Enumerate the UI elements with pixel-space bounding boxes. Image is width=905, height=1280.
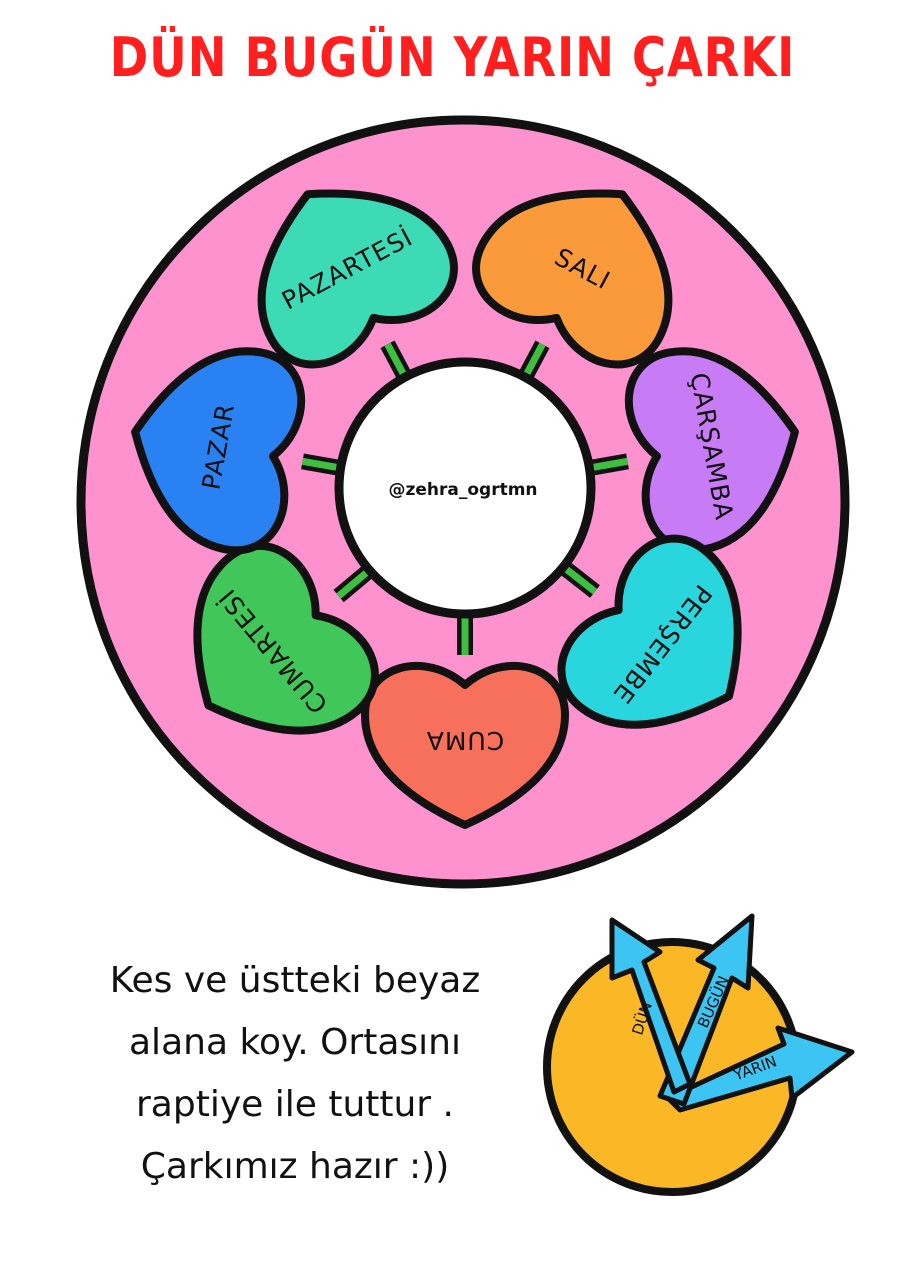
day-petal: CUMARTESİ [193,542,379,735]
instruction-line: alana koy. Ortasını [129,1022,461,1063]
heart-shape [131,347,306,555]
center-label: @zehra_ogrtmn [388,480,537,500]
dun-arrow [609,917,693,1095]
yarin-arrow [665,1025,855,1113]
stem [560,563,598,595]
instruction-line: raptiye ile tuttur . [136,1084,454,1125]
instruction-line: Çarkımız hazır :)) [140,1146,450,1187]
pointer-illustration: DÜN BUGÜN YARIN [543,913,855,1196]
stem [336,567,373,599]
heart-shape [361,661,569,829]
heart-shape [557,534,742,729]
center-circle [334,357,596,619]
page-title: DÜN BUGÜN YARIN ÇARKI [109,26,796,89]
day-petal: CUMA [361,661,569,829]
heart-shape [624,347,799,555]
day-petal: PAZAR [131,347,306,555]
instructions: Kes ve üstteki beyaz alana koy. Ortasını… [60,950,530,1198]
stem [301,457,344,472]
day-petal: PAZARTESİ [257,189,458,369]
day-petal: SALI [472,189,673,369]
heart-shape [472,189,673,369]
day-petal: PERŞEMBE [557,534,742,729]
day-petal: ÇARŞAMBA [624,347,799,555]
day-label: CUMA [426,726,504,755]
instruction-line: Kes ve üstteki beyaz [109,960,481,1001]
stem [586,457,629,472]
heart-shape [193,542,379,735]
heart-shape [257,189,458,369]
stems [301,340,629,655]
